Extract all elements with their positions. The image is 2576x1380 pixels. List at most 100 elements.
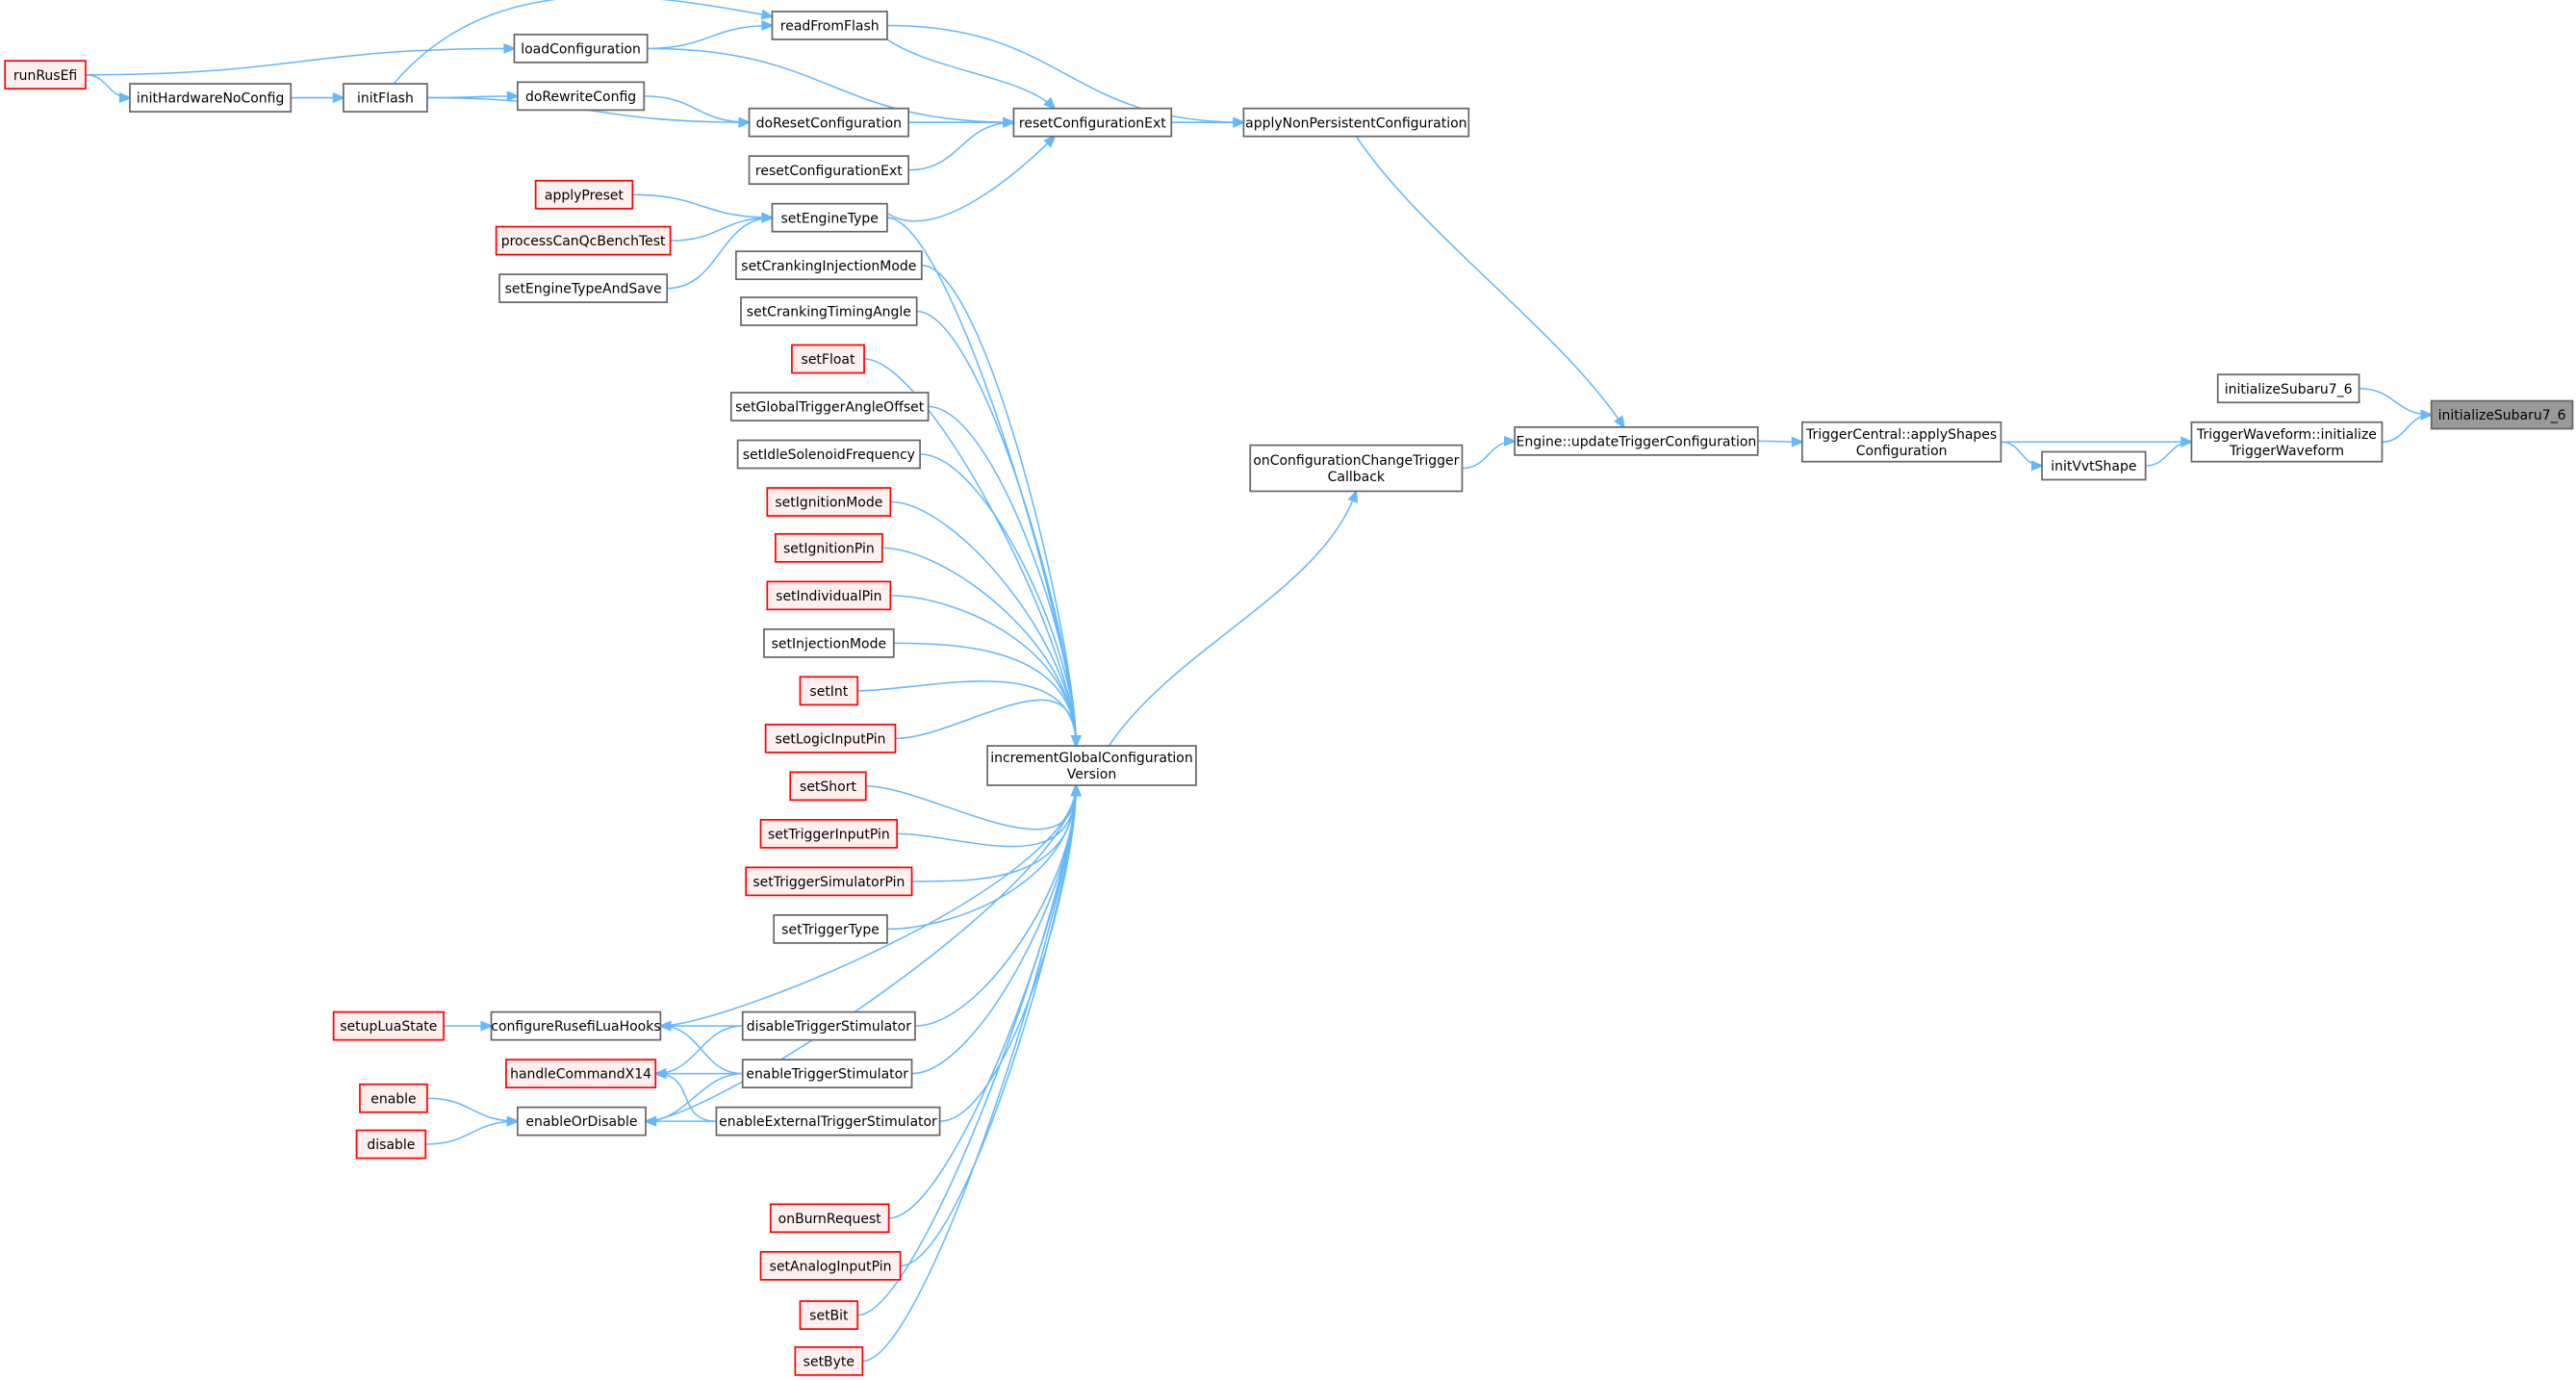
node-box [794, 1346, 864, 1376]
node-label: Callback [1328, 470, 1386, 485]
node-set-logic-input-pin[interactable]: setLogicInputPin [764, 723, 897, 754]
node-box [490, 1010, 662, 1041]
node-load-configuration[interactable]: loadConfiguration [513, 33, 649, 64]
edge-set-engine-type-to-reset-configuration-ext [886, 136, 1056, 222]
node-set-trigger-type[interactable]: setTriggerType [773, 914, 888, 944]
node-run-rus-efi[interactable]: runRusEfi [4, 60, 87, 90]
node-enable-or-disable[interactable]: enableOrDisable [516, 1106, 647, 1137]
node-apply-preset[interactable]: applyPreset [534, 179, 634, 210]
node-box [1249, 444, 1464, 493]
arrowhead-icon [2181, 436, 2194, 447]
node-enable-trigger-stimulator[interactable]: enableTriggerStimulator [741, 1059, 913, 1088]
node-update-trigger-configuration[interactable]: Engine::updateTriggerConfiguration [1514, 426, 1759, 456]
node-init-flash[interactable]: initFlash [343, 83, 428, 113]
node-box [735, 250, 923, 281]
node-label: Version [1067, 767, 1116, 782]
node-set-trigger-input-pin[interactable]: setTriggerInputPin [759, 819, 899, 849]
node-box [495, 225, 672, 256]
node-set-trigger-simulator-pin[interactable]: setTriggerSimulatorPin [745, 866, 913, 897]
arrowhead-icon [658, 1020, 672, 1032]
edge-apply-shapes-configuration-to-init-vvt-shape [2001, 441, 2043, 467]
arrowhead-icon [738, 116, 752, 128]
node-label: readFromFlash [780, 19, 880, 35]
edge-set-engine-type-and-save-to-set-engine-type [667, 217, 773, 290]
node-set-injection-mode[interactable]: setInjectionMode [763, 627, 895, 658]
node-reset-configuration-ext[interactable]: resetConfigurationExt [1012, 107, 1173, 138]
node-label: Engine::updateTriggerConfiguration [1517, 434, 1757, 449]
node-box [986, 745, 1197, 786]
node-set-global-trigger-angle-offset[interactable]: setGlobalTriggerAngleOffset [729, 392, 930, 422]
node-box [534, 179, 634, 210]
node-label: TriggerWaveform [2229, 444, 2344, 459]
node-label: setTriggerInputPin [768, 827, 890, 842]
node-initialize-trigger-waveform[interactable]: TriggerWaveform::initializeTriggerWavefo… [2190, 421, 2384, 463]
node-box [1514, 426, 1759, 456]
node-configure-rusefi-lua-hooks[interactable]: configureRusefiLuaHooks [490, 1010, 662, 1041]
edge-apply-non-persistent-configuration-to-update-trigger-configuration [1355, 136, 1625, 428]
node-box [715, 1106, 941, 1137]
node-set-ignition-mode[interactable]: setIgnitionMode [766, 487, 892, 517]
edge-set-byte-to-increment-global-configuration-version [862, 785, 1078, 1363]
node-label: processCanQcBenchTest [501, 234, 666, 249]
node-set-idle-solenoid-frequency[interactable]: setIdleSolenoidFrequency [736, 439, 921, 470]
edge-configure-rusefi-lua-hooks-to-increment-global-configuration-version [660, 785, 1078, 1027]
node-on-burn-request[interactable]: onBurnRequest [769, 1203, 890, 1234]
arrowhead-icon [1003, 116, 1016, 128]
node-read-from-flash[interactable]: readFromFlash [771, 11, 888, 40]
node-apply-non-persistent-configuration[interactable]: applyNonPersistentConfiguration [1242, 107, 1470, 138]
node-initialize-subaru7-6-caller[interactable]: initializeSubaru7_6 [2216, 373, 2360, 404]
node-set-float[interactable]: setFloat [791, 344, 865, 374]
node-set-short[interactable]: setShort [789, 771, 867, 802]
node-do-rewrite-config[interactable]: doRewriteConfig [516, 81, 646, 112]
node-set-cranking-timing-angle[interactable]: setCrankingTimingAngle [740, 296, 918, 326]
edge-set-int-to-increment-global-configuration-version [857, 680, 1078, 747]
arrowhead-icon [1043, 135, 1057, 148]
arrowhead-icon [1791, 436, 1805, 447]
node-enable-external-trigger-stimulator[interactable]: enableExternalTriggerStimulator [715, 1106, 941, 1137]
node-box [1012, 107, 1173, 138]
node-set-bit[interactable]: setBit [799, 1300, 859, 1330]
node-label: initHardwareNoConfig [137, 91, 285, 107]
edge-disable-trigger-stimulator-to-handle-command-x14 [655, 1025, 743, 1075]
node-enable[interactable]: enable [359, 1083, 428, 1113]
node-set-byte[interactable]: setByte [794, 1346, 864, 1376]
node-set-engine-type-and-save[interactable]: setEngineTypeAndSave [498, 273, 669, 303]
node-setup-lua-state[interactable]: setupLuaState [332, 1010, 445, 1041]
node-reset-configuration-ext2[interactable]: resetConfigurationExt [748, 155, 910, 186]
node-set-cranking-injection-mode[interactable]: setCrankingInjectionMode [735, 250, 923, 281]
node-set-int[interactable]: setInt [799, 676, 859, 706]
edge-load-configuration-to-read-from-flash [647, 24, 773, 50]
node-label: enable [370, 1091, 416, 1107]
edge-set-trigger-type-to-increment-global-configuration-version [886, 785, 1078, 931]
node-process-can-qc-bench-test[interactable]: processCanQcBenchTest [495, 225, 672, 256]
node-box [775, 532, 883, 563]
node-handle-command-x14[interactable]: handleCommandX14 [505, 1059, 657, 1088]
node-box [2216, 373, 2360, 404]
arrowhead-icon [1043, 96, 1057, 111]
node-set-ignition-pin[interactable]: setIgnitionPin [775, 532, 883, 563]
node-label: disable [367, 1137, 415, 1153]
arrowhead-icon [506, 90, 521, 102]
node-set-analog-input-pin[interactable]: setAnalogInputPin [759, 1250, 902, 1281]
edge-initialize-subaru7-6-caller-to-initialize-subaru7-6 [2359, 387, 2432, 416]
node-label: configureRusefiLuaHooks [491, 1019, 660, 1035]
node-box [513, 33, 649, 64]
edge-set-ignition-mode-to-increment-global-configuration-version [890, 500, 1078, 747]
node-disable[interactable]: disable [355, 1129, 427, 1160]
edge-load-configuration-to-reset-configuration-ext [647, 47, 1014, 123]
edges-layer [85, 0, 2434, 1363]
node-box [763, 627, 895, 658]
node-disable-trigger-stimulator[interactable]: disableTriggerStimulator [741, 1010, 916, 1041]
node-box [359, 1083, 428, 1113]
node-initialize-subaru7-6[interactable]: initializeSubaru7_6 [2430, 399, 2574, 430]
node-label: applyPreset [545, 188, 625, 203]
node-set-engine-type[interactable]: setEngineType [771, 202, 888, 233]
edge-set-injection-mode-to-increment-global-configuration-version [893, 642, 1078, 747]
node-init-hardware-no-config[interactable]: initHardwareNoConfig [129, 83, 293, 113]
node-init-vvt-shape[interactable]: initVvtShape [2041, 450, 2147, 481]
node-set-individual-pin[interactable]: setIndividualPin [766, 580, 892, 611]
node-do-reset-configuration[interactable]: doResetConfiguration [748, 107, 910, 138]
